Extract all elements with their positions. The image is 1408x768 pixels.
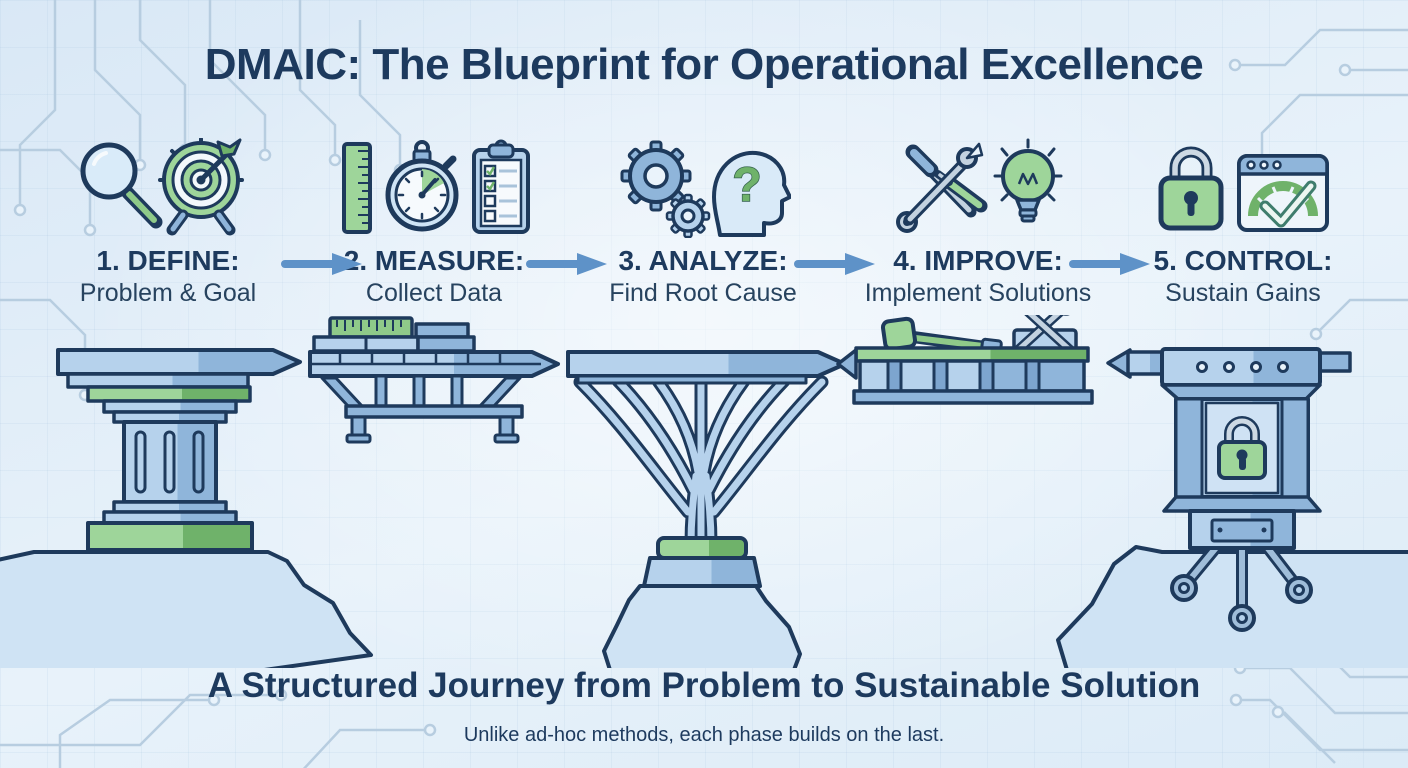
gauge-dashboard-icon bbox=[1237, 154, 1329, 232]
analyze-icons: ? bbox=[573, 138, 833, 238]
phase-improve-title: 4. IMPROVE: bbox=[893, 245, 1063, 276]
phase-define: 1. DEFINE: Problem & Goal bbox=[38, 138, 298, 307]
green-pad bbox=[656, 536, 748, 560]
phase-control-title: 5. CONTROL: bbox=[1153, 245, 1333, 276]
bridge-illustration bbox=[0, 315, 1408, 668]
phase-define-subtitle: Problem & Goal bbox=[79, 278, 257, 307]
pedestal bbox=[642, 556, 762, 588]
define-pillar bbox=[56, 348, 302, 552]
arrow-measure-to-analyze bbox=[526, 253, 607, 275]
arrow-improve-to-control bbox=[1069, 253, 1150, 275]
padlock-emblem bbox=[1217, 416, 1267, 480]
phase-measure: 2. MEASURE: Collect Data bbox=[304, 138, 564, 307]
clipboard-icon bbox=[472, 139, 530, 234]
target-icon bbox=[157, 138, 244, 236]
control-icons bbox=[1113, 138, 1373, 238]
phase-analyze-title: 3. ANALYZE: bbox=[618, 245, 788, 276]
brick bbox=[414, 322, 470, 339]
phase-control: 5. CONTROL: Sustain Gains bbox=[1113, 138, 1373, 307]
improve-girder-segment bbox=[836, 315, 1094, 405]
improve-icons bbox=[828, 138, 1128, 238]
phase-measure-title: 2. MEASURE: bbox=[343, 245, 525, 276]
lightbulb-icon bbox=[993, 138, 1063, 223]
analyze-pylon-segment bbox=[566, 350, 847, 588]
define-icons bbox=[38, 138, 298, 238]
question-mark: ? bbox=[732, 159, 761, 212]
magnifier-icon bbox=[80, 142, 162, 229]
phase-improve: 4. IMPROVE: Implement Solutions bbox=[828, 138, 1128, 307]
phase-define-title: 1. DEFINE: bbox=[96, 245, 240, 276]
padlock-icon bbox=[1158, 146, 1224, 231]
gears-icon bbox=[620, 140, 710, 238]
phase-improve-subtitle: Implement Solutions bbox=[864, 278, 1092, 307]
footer-caption: Unlike ad-hoc methods, each phase builds… bbox=[463, 724, 945, 746]
ruler-icon bbox=[342, 142, 372, 234]
crossed-wrenches-on-deck bbox=[1011, 315, 1075, 357]
brick bbox=[416, 335, 476, 353]
center-rock-mound bbox=[602, 584, 802, 668]
arrow-define-to-measure bbox=[281, 253, 362, 275]
left-cliff bbox=[0, 550, 373, 668]
control-tower-segment bbox=[1106, 347, 1352, 632]
measure-truss-segment bbox=[308, 316, 560, 444]
stopwatch-icon bbox=[385, 140, 459, 232]
phase-measure-subtitle: Collect Data bbox=[365, 278, 503, 307]
page-title: DMAIC: The Blueprint for Operational Exc… bbox=[204, 40, 1204, 89]
ruler-on-deck bbox=[328, 316, 414, 339]
mallet-head bbox=[880, 316, 918, 352]
measure-icons bbox=[304, 138, 564, 238]
footer-headline: A Structured Journey from Problem to Sus… bbox=[207, 666, 1201, 705]
arrow-analyze-to-improve bbox=[794, 253, 875, 275]
phase-analyze: ? 3. ANALYZE: Find Root Cause bbox=[573, 138, 833, 307]
phase-analyze-subtitle: Find Root Cause bbox=[609, 278, 797, 307]
head-question-icon: ? bbox=[711, 150, 791, 237]
green-deck-cap bbox=[854, 346, 1090, 363]
phase-control-subtitle: Sustain Gains bbox=[1165, 278, 1321, 307]
crossed-tools-icon bbox=[896, 142, 988, 233]
